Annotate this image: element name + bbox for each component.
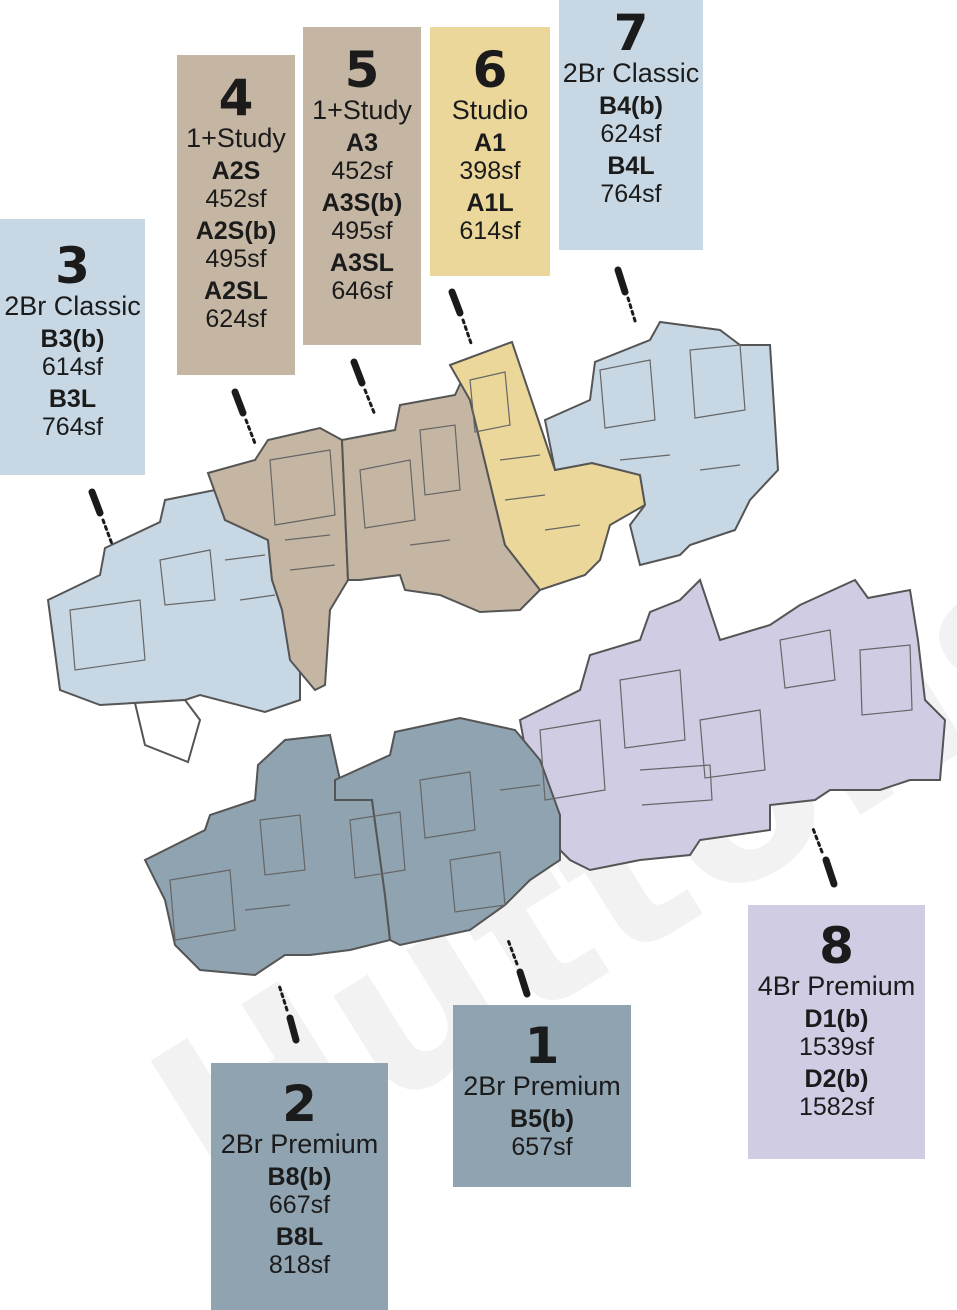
unit-code: B4(b): [599, 92, 663, 121]
unit-plan-stack-4: [206, 426, 350, 692]
stack-number: 2: [282, 1075, 317, 1133]
unit-size: 398sf: [459, 157, 521, 186]
unit-type-label: 1+Study: [312, 95, 412, 125]
unit-size: 452sf: [331, 157, 393, 186]
unit-code: B5(b): [510, 1105, 574, 1134]
unit-type-label: Studio: [451, 95, 529, 125]
unit-code: B3L: [48, 385, 97, 414]
stack-number: 7: [613, 4, 649, 62]
corridor-outline: [133, 698, 202, 764]
arrow-stack-1: [506, 938, 531, 998]
stack-number: 3: [55, 237, 90, 295]
stack-number: 4: [218, 69, 254, 127]
stack-card-2: 2 2Br Premium B8(b) 667sf B8L 818sf: [211, 1063, 388, 1310]
unit-type-label: 2Br Premium: [463, 1071, 621, 1101]
stack-card-6: 6 Studio A1 398sf A1L 614sf: [430, 27, 550, 276]
unit-type-label: 2Br Premium: [220, 1129, 379, 1159]
unit-size: 614sf: [459, 217, 521, 246]
unit-size: 764sf: [600, 180, 662, 209]
unit-code: A3S(b): [321, 189, 403, 218]
arrow-stack-4: [231, 388, 258, 448]
unit-plan-stack-7: [543, 320, 780, 567]
arrow-stack-6: [448, 288, 474, 348]
unit-code: D1(b): [804, 1005, 869, 1034]
pointer-arrows: [88, 266, 838, 1044]
unit-code: A1L: [466, 189, 514, 218]
unit-size: 452sf: [205, 185, 267, 214]
unit-size: 646sf: [331, 277, 393, 306]
stack-number: 5: [344, 41, 380, 99]
unit-plan-stack-5: [340, 377, 542, 614]
stack-number: 6: [472, 41, 508, 99]
unit-size: 657sf: [511, 1133, 573, 1162]
stack-card-7: 7 2Br Classic B4(b) 624sf B4L 764sf: [559, 0, 703, 250]
unit-size: 667sf: [268, 1191, 331, 1220]
unit-code: A1: [474, 129, 506, 158]
unit-code: D2(b): [804, 1065, 869, 1094]
stack-number: 1: [524, 1017, 560, 1075]
unit-code: A2S(b): [195, 217, 277, 246]
unit-code: B8L: [275, 1223, 324, 1252]
unit-size: 495sf: [331, 217, 393, 246]
unit-code: B8(b): [267, 1163, 332, 1192]
stack-card-4: 4 1+Study A2S 452sf A2S(b) 495sf A2SL 62…: [177, 55, 295, 375]
unit-size: 624sf: [205, 305, 267, 334]
unit-code: A3SL: [330, 249, 394, 278]
unit-plan-stack-6: [448, 340, 647, 592]
stack-card-3: 3 2Br Classic B3(b) 614sf B3L 764sf: [0, 219, 145, 475]
unit-code: B4L: [607, 152, 655, 181]
unit-code: B3(b): [40, 325, 105, 354]
unit-type-label: 1+Study: [186, 123, 286, 153]
stack-card-8: 8 4Br Premium D1(b) 1539sf D2(b) 1582sf: [748, 905, 925, 1159]
unit-code: A3: [346, 129, 378, 158]
unit-type-label: 2Br Classic: [562, 58, 700, 88]
room-partition-lines: [69, 344, 913, 941]
unit-type-label: 4Br Premium: [757, 971, 916, 1001]
unit-code: A2S: [211, 157, 261, 186]
unit-type-label: 2Br Classic: [4, 291, 141, 321]
unit-size: 1539sf: [798, 1033, 875, 1062]
arrow-stack-2: [277, 983, 300, 1044]
stack-card-1: 1 2Br Premium B5(b) 657sf: [453, 1005, 631, 1187]
unit-size: 818sf: [268, 1251, 331, 1280]
unit-plan-stack-8: [518, 578, 947, 872]
stack-number: 8: [819, 917, 854, 975]
unit-size: 495sf: [205, 245, 267, 274]
arrow-stack-8: [810, 824, 838, 888]
unit-size: 614sf: [41, 353, 104, 382]
stack-card-5: 5 1+Study A3 452sf A3S(b) 495sf A3SL 646…: [303, 27, 421, 345]
arrow-stack-5: [350, 358, 377, 417]
unit-code: A2SL: [204, 277, 268, 306]
arrow-stack-7: [614, 266, 638, 326]
arrow-stack-3: [88, 488, 114, 546]
unit-size: 624sf: [600, 120, 662, 149]
unit-size: 1582sf: [798, 1093, 875, 1122]
unit-size: 764sf: [41, 413, 104, 442]
